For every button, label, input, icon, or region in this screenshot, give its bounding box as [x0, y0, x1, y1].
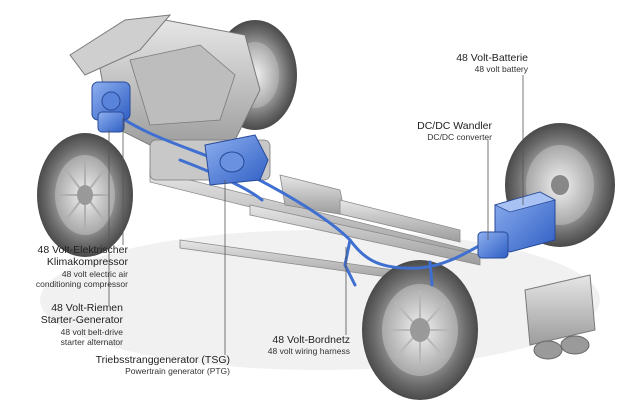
label-bsg: 48 Volt-Riemen Starter-Generator 48 volt…: [10, 302, 123, 347]
label-battery-en: 48 volt battery: [474, 64, 528, 75]
label-bsg-de-1: 48 Volt-Riemen: [51, 302, 123, 314]
label-battery: 48 Volt-Batterie 48 volt battery: [440, 52, 528, 74]
label-harness-de: 48 Volt-Bordnetz: [272, 334, 350, 346]
belt-starter-alternator: [97, 111, 125, 133]
label-tsg-en: Powertrain generator (PTG): [125, 366, 230, 377]
wheel-front-left: [37, 133, 133, 257]
engine-block: [69, 14, 271, 181]
label-dcdc-de: DC/DC Wandler: [417, 120, 492, 132]
powertrain-generator: [204, 134, 269, 186]
label-bsg-en-2: starter alternator: [60, 336, 123, 347]
label-tsg: Triebsstranggenerator (TSG) Powertrain g…: [90, 354, 230, 376]
label-bsg-en-1: 48 volt belt-drive: [60, 326, 123, 337]
label-dcdc-en: DC/DC converter: [427, 132, 492, 143]
label-harness: 48 Volt-Bordnetz 48 volt wiring harness: [250, 334, 350, 356]
rear-muffler: [524, 274, 596, 360]
battery-48v: [493, 191, 557, 253]
label-compressor-de-2: Klimakompressor: [46, 256, 128, 269]
label-compressor-de-1: 48 Volt-Elektrischer: [37, 244, 128, 256]
label-dcdc: DC/DC Wandler DC/DC converter: [400, 120, 492, 142]
label-bsg-de-2: Starter-Generator: [40, 314, 123, 327]
label-compressor-en-1: 48 volt electric air: [61, 268, 128, 279]
label-battery-de: 48 Volt-Batterie: [456, 52, 528, 64]
wheel-rear-bottom: [362, 260, 478, 400]
frame: [149, 169, 481, 284]
label-compressor: 48 Volt-Elektrischer Klimakompressor 48 …: [10, 244, 128, 289]
wiring-harness: [108, 108, 492, 287]
label-tsg-de: Triebsstranggenerator (TSG): [95, 354, 230, 366]
exhaust-system: [279, 174, 461, 243]
leader-lines: [108, 75, 524, 355]
dcdc-converter: [477, 231, 509, 259]
label-compressor-en-2: conditioning compressor: [35, 278, 128, 289]
label-harness-en: 48 volt wiring harness: [267, 346, 350, 357]
